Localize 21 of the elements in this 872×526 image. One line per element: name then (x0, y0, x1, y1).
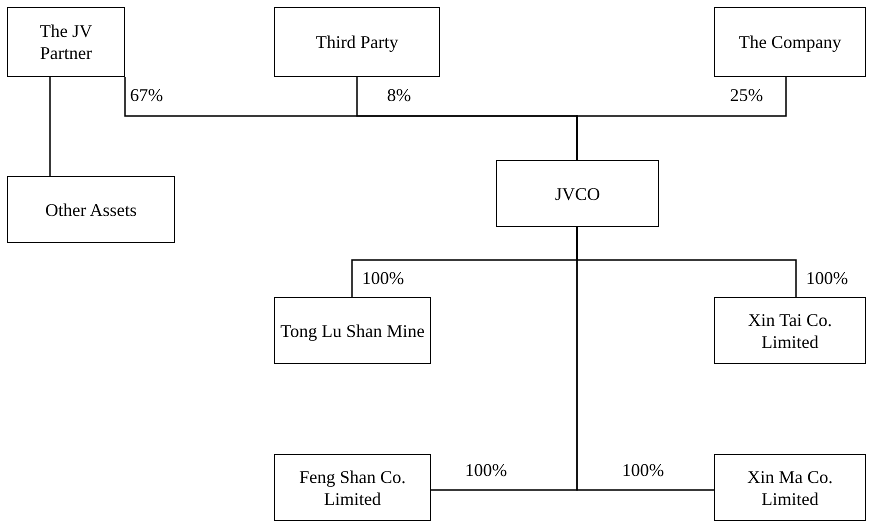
entity-box (7, 7, 125, 77)
entity-name: Feng Shan Co. Limited (298, 466, 407, 510)
connector-line (576, 77, 787, 160)
entity-name: Third Party (314, 31, 400, 53)
entity-box (274, 7, 440, 77)
entity-box (714, 7, 866, 77)
entity-name: Xin Tai Co. Limited (747, 308, 833, 352)
entity-name: Xin Ma Co. Limited (746, 466, 834, 510)
entity-box (496, 160, 659, 227)
entity-box (714, 297, 866, 364)
entity-name: The Company (738, 31, 842, 53)
entity-box (714, 454, 866, 521)
entity-name: Other Assets (44, 198, 138, 220)
entity-box (274, 454, 431, 521)
connector-line (49, 77, 51, 176)
entity-name: JVCO (554, 182, 601, 204)
entity-box (274, 297, 431, 364)
connector-line (576, 227, 714, 491)
entity-name: Tong Lu Shan Mine (279, 320, 426, 342)
entity-name: The JV Partner (38, 20, 94, 64)
entity-box (7, 176, 175, 243)
